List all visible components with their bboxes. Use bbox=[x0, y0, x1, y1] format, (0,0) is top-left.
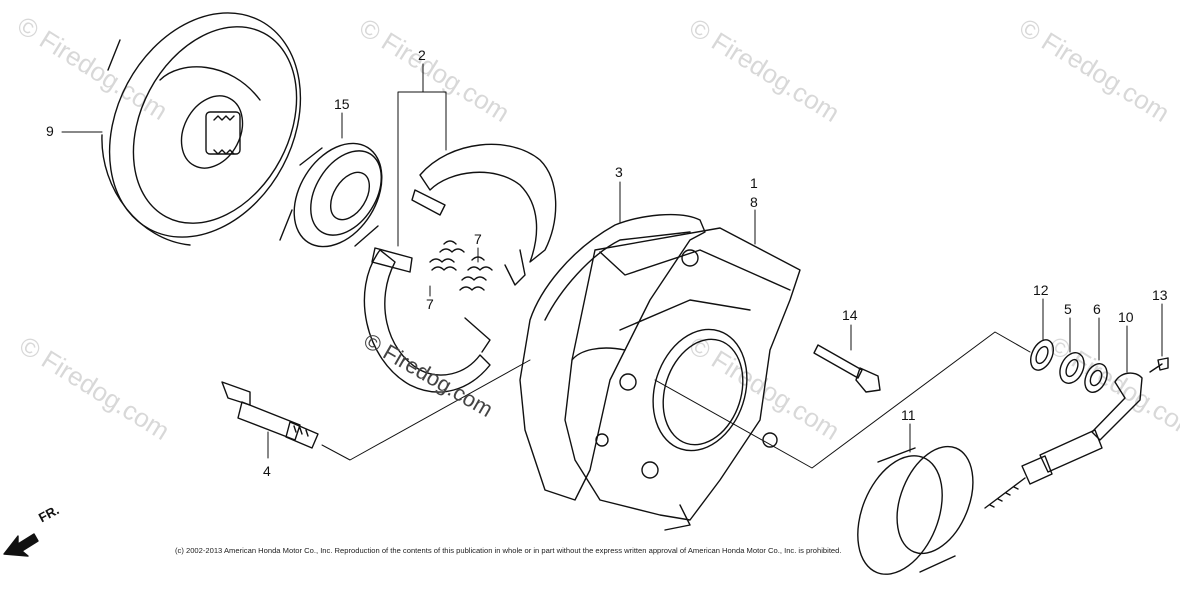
callout-7: 7 bbox=[426, 296, 434, 312]
seal-part-11 bbox=[857, 445, 974, 575]
callout-15: 15 bbox=[334, 96, 350, 112]
callout-5: 5 bbox=[1064, 301, 1072, 317]
front-arrow-icon bbox=[3, 533, 39, 557]
callout-11: 11 bbox=[901, 407, 916, 423]
callout-7: 7 bbox=[474, 231, 482, 247]
spring-part-7 bbox=[429, 240, 493, 291]
bolt-part-14 bbox=[813, 344, 881, 393]
washer-part-6 bbox=[1084, 363, 1108, 393]
callout-3: 3 bbox=[615, 164, 623, 180]
brake-cam-part-4 bbox=[221, 381, 319, 449]
brake-panel-part-3-8 bbox=[519, 213, 801, 531]
callout-2: 2 bbox=[418, 47, 426, 63]
callout-6: 6 bbox=[1093, 301, 1101, 317]
bearing-part-15 bbox=[293, 142, 383, 248]
copyright-notice: (c) 2002-2013 American Honda Motor Co., … bbox=[175, 546, 842, 555]
callout-12: 12 bbox=[1033, 282, 1049, 298]
bolt-part-13 bbox=[1149, 357, 1169, 373]
brake-drum-part-9 bbox=[101, 12, 302, 246]
callout-4: 4 bbox=[263, 463, 271, 479]
leader-lines bbox=[61, 63, 1163, 469]
washer-part-5 bbox=[1059, 352, 1085, 384]
callout-13: 13 bbox=[1152, 287, 1168, 303]
callout-8: 8 bbox=[750, 194, 758, 210]
callout-9: 9 bbox=[46, 123, 54, 139]
brake-arm-part-10 bbox=[984, 372, 1143, 509]
washer-part-12 bbox=[1029, 339, 1055, 371]
callout-10: 10 bbox=[1118, 309, 1134, 325]
brake-shoes-part-2 bbox=[363, 143, 557, 393]
callout-1: 1 bbox=[750, 175, 758, 191]
callout-14: 14 bbox=[842, 307, 858, 323]
